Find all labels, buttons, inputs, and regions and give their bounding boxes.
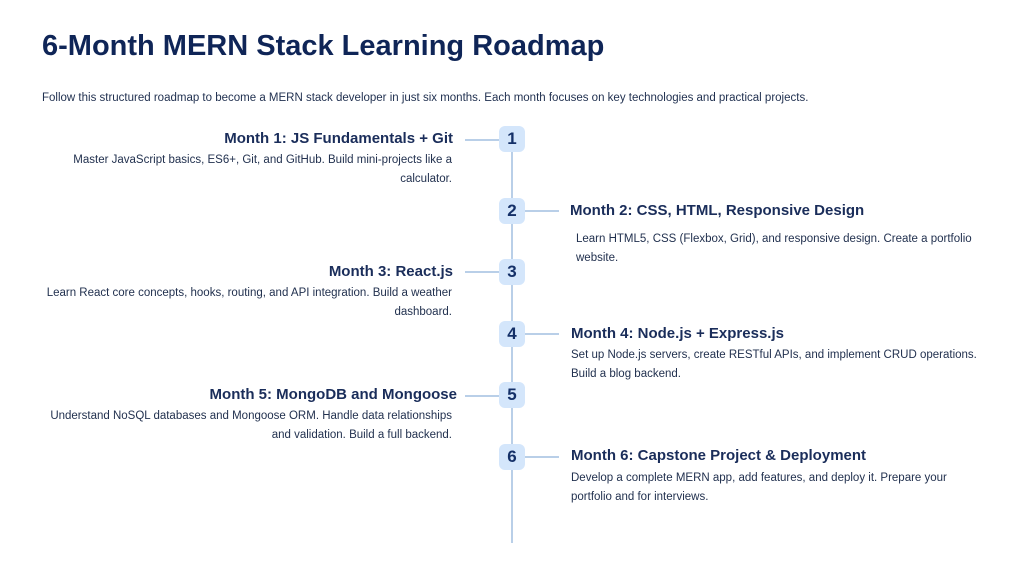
step-title-5: Month 5: MongoDB and Mongoose (209, 386, 457, 403)
timeline-connector-3 (465, 271, 511, 273)
step-title-2: Month 2: CSS, HTML, Responsive Design (570, 202, 865, 219)
step-title-4: Month 4: Node.js + Express.js (571, 325, 784, 342)
timeline-connector-1 (465, 139, 511, 141)
timeline-connector-2 (513, 210, 559, 212)
page-title: 6-Month MERN Stack Learning Roadmap (42, 30, 605, 62)
step-title-6: Month 6: Capstone Project & Deployment (571, 447, 867, 464)
timeline-connector-4 (513, 333, 559, 335)
step-title-3: Month 3: React.js (328, 263, 453, 280)
step-description-5: Understand NoSQL databases and Mongoose … (50, 410, 452, 441)
timeline-connector-6 (513, 456, 559, 458)
step-number-badge-1: 1 (499, 126, 525, 152)
step-number-badge-5: 5 (499, 382, 525, 408)
step-description-2: Learn HTML5, CSS (Flexbox, Grid), and re… (576, 233, 972, 264)
timeline-connector-5 (465, 395, 511, 397)
step-number-badge-3: 3 (499, 259, 525, 285)
step-title-1: Month 1: JS Fundamentals + Git (224, 130, 453, 147)
step-description-1: Master JavaScript basics, ES6+, Git, and… (73, 154, 452, 185)
page-subtitle: Follow this structured roadmap to become… (42, 92, 809, 104)
step-number-badge-6: 6 (499, 444, 525, 470)
step-number-badge-4: 4 (499, 321, 525, 347)
step-description-4: Set up Node.js servers, create RESTful A… (571, 349, 977, 380)
step-description-6: Develop a complete MERN app, add feature… (571, 472, 947, 503)
step-description-3: Learn React core concepts, hooks, routin… (46, 287, 452, 318)
step-number-badge-2: 2 (499, 198, 525, 224)
